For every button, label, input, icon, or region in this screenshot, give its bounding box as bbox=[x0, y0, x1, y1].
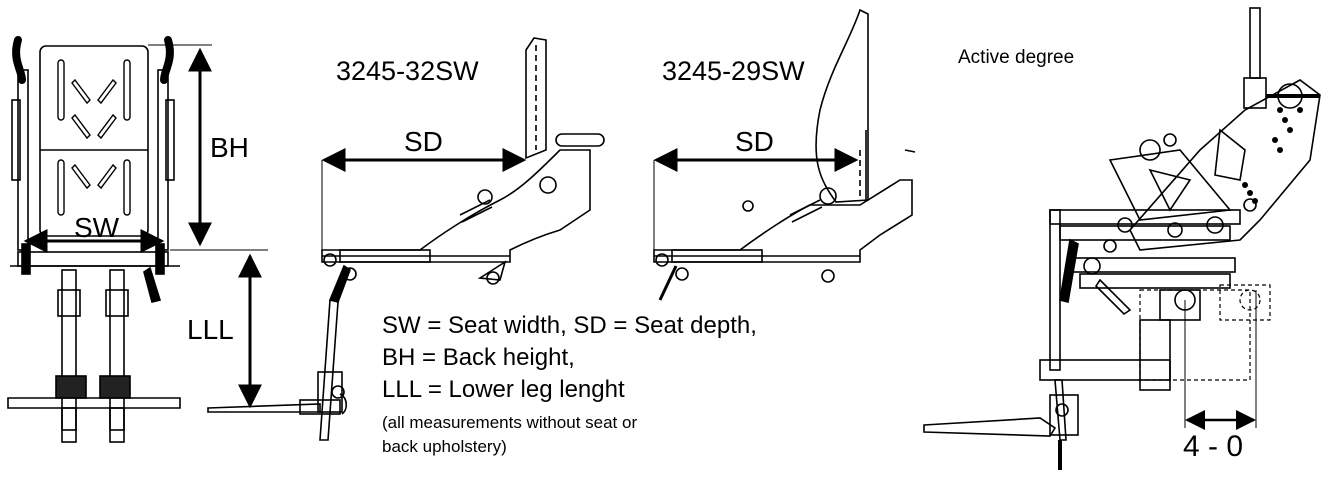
side-view-29sw bbox=[653, 8, 916, 301]
back-height-label: BH bbox=[210, 132, 249, 163]
seat-width-label: SW bbox=[74, 212, 120, 243]
lower-leg-length-label: LLL bbox=[187, 314, 234, 345]
seat-depth-label-29sw: SD bbox=[735, 126, 774, 157]
model-label-32sw: 3245-32SW bbox=[336, 56, 479, 86]
side-29sw-dimensions bbox=[653, 148, 859, 250]
front-extension-lines bbox=[148, 44, 268, 251]
model-label-29sw: 3245-29SW bbox=[662, 56, 805, 86]
side-view-32sw bbox=[207, 37, 605, 441]
active-degree-view bbox=[923, 7, 1321, 470]
active-degree-dimensions bbox=[1184, 290, 1257, 430]
side-32sw-dimensions bbox=[321, 148, 527, 250]
seat-depth-label-32sw: SD bbox=[404, 126, 443, 157]
legend-line-3: LLL = Lower leg lenght bbox=[382, 376, 625, 403]
legend-line-1: SW = Seat width, SD = Seat depth, bbox=[382, 312, 757, 339]
legend-note-1: (all measurements without seat or bbox=[382, 413, 638, 432]
legend-note-2: back upholstery) bbox=[382, 437, 507, 456]
front-dimension-lines bbox=[23, 47, 262, 409]
active-degree-title: Active degree bbox=[958, 47, 1075, 68]
legend-line-2: BH = Back height, bbox=[382, 344, 575, 371]
active-degree-range: 4 - 0 bbox=[1183, 430, 1244, 463]
